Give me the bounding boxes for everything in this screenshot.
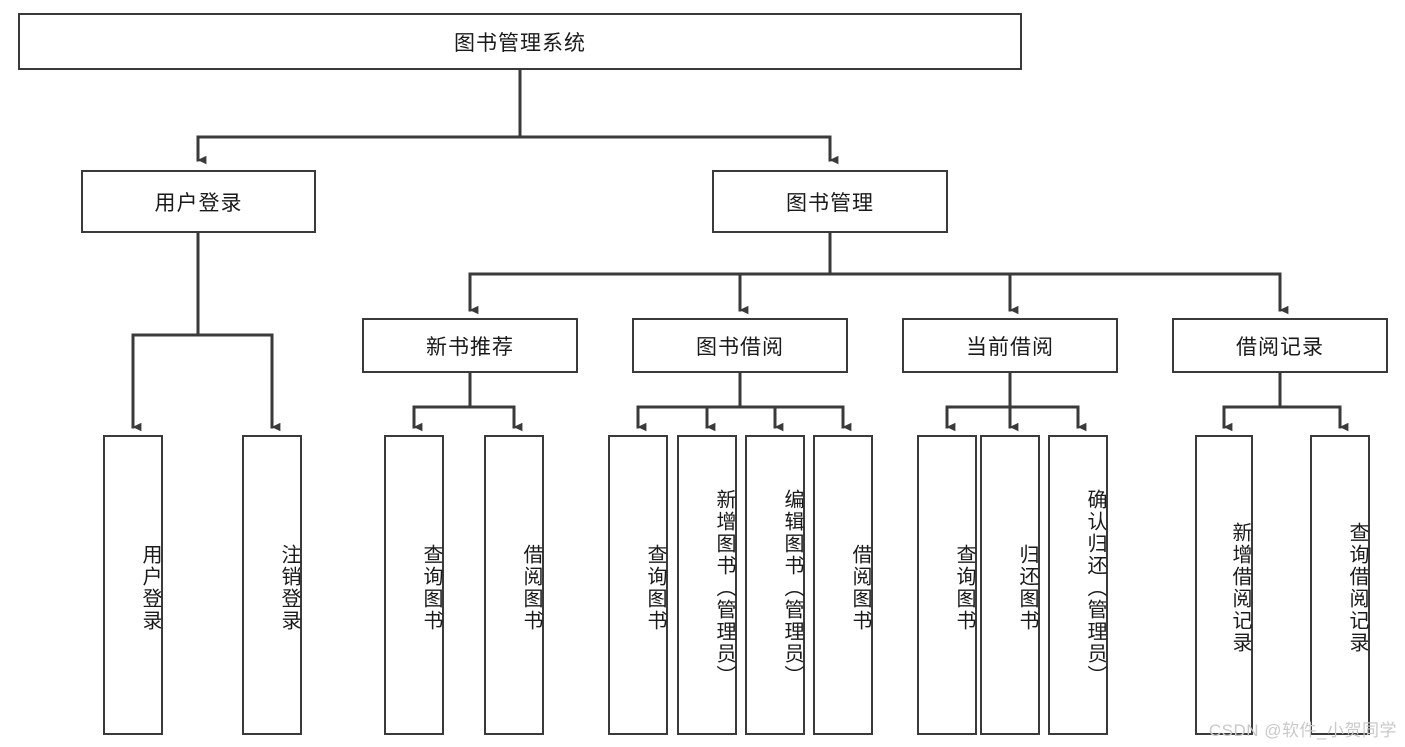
- node-current-borrow-label: 当前借阅: [966, 335, 1054, 359]
- leaf-add-record[interactable]: 新增借阅记录: [1195, 435, 1253, 735]
- node-book-borrow-label: 图书借阅: [696, 335, 784, 359]
- leaf-edit-book-label: 编辑图书（管理员）: [781, 489, 803, 687]
- node-book-borrow[interactable]: 图书借阅: [632, 318, 848, 373]
- leaf-query-book-2-label: 查询图书: [644, 544, 666, 632]
- leaf-confirm-return[interactable]: 确认归还（管理员）: [1048, 435, 1108, 735]
- leaf-query-book-1-label: 查询图书: [420, 544, 442, 632]
- node-book-manage-label: 图书管理: [786, 191, 874, 215]
- leaf-borrow-book-2[interactable]: 借阅图书: [813, 435, 873, 735]
- leaf-user-login[interactable]: 用户登录: [103, 435, 163, 735]
- leaf-add-book[interactable]: 新增图书（管理员）: [677, 435, 737, 735]
- leaf-logout-login[interactable]: 注销登录: [242, 435, 302, 735]
- leaf-edit-book[interactable]: 编辑图书（管理员）: [745, 435, 805, 735]
- leaf-query-book-3[interactable]: 查询图书: [917, 435, 977, 735]
- node-new-book-recommend[interactable]: 新书推荐: [362, 318, 578, 373]
- leaf-logout-login-label: 注销登录: [278, 544, 300, 632]
- leaf-query-book-2[interactable]: 查询图书: [608, 435, 668, 735]
- csdn-watermark: CSDN @软件_小贺同学: [1208, 721, 1397, 740]
- node-new-book-recommend-label: 新书推荐: [426, 335, 514, 359]
- leaf-query-book-3-label: 查询图书: [953, 544, 975, 632]
- node-root-label: 图书管理系统: [454, 31, 586, 55]
- leaf-return-book-label: 归还图书: [1016, 544, 1038, 632]
- node-current-borrow[interactable]: 当前借阅: [902, 318, 1118, 373]
- node-root-system[interactable]: 图书管理系统: [18, 13, 1022, 70]
- node-borrow-record-label: 借阅记录: [1236, 335, 1324, 359]
- leaf-query-book-1[interactable]: 查询图书: [384, 435, 444, 735]
- leaf-user-login-label: 用户登录: [139, 544, 161, 632]
- node-user-login-label: 用户登录: [154, 191, 243, 215]
- leaf-borrow-book-1-label: 借阅图书: [520, 544, 542, 632]
- leaf-add-record-label: 新增借阅记录: [1229, 522, 1251, 654]
- leaf-borrow-book-2-label: 借阅图书: [849, 544, 871, 632]
- leaf-borrow-book-1[interactable]: 借阅图书: [484, 435, 544, 735]
- node-borrow-record[interactable]: 借阅记录: [1172, 318, 1388, 373]
- node-user-login[interactable]: 用户登录: [81, 170, 316, 233]
- leaf-confirm-return-label: 确认归还（管理员）: [1084, 489, 1106, 687]
- leaf-add-book-label: 新增图书（管理员）: [713, 489, 735, 687]
- leaf-query-record[interactable]: 查询借阅记录: [1310, 435, 1370, 735]
- node-book-manage[interactable]: 图书管理: [712, 170, 948, 233]
- leaf-return-book[interactable]: 归还图书: [980, 435, 1040, 735]
- leaf-query-record-label: 查询借阅记录: [1346, 522, 1368, 654]
